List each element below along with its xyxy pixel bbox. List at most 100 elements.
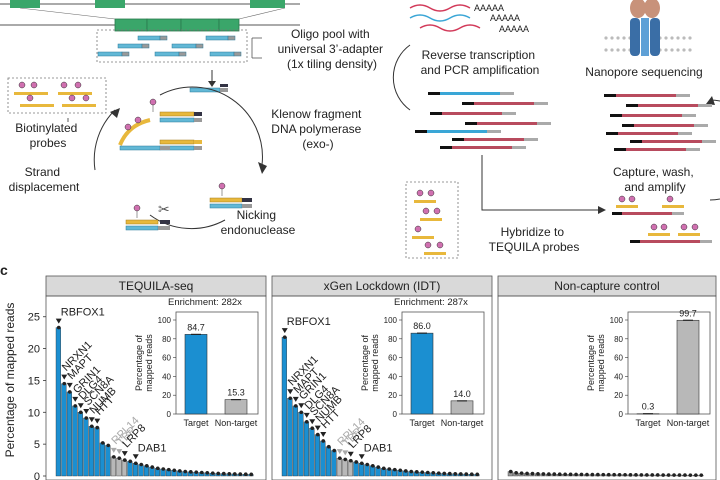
- plot-frame: [45, 295, 267, 480]
- gene-arrow-icon: [121, 451, 128, 457]
- gene-arrow-icon: [83, 409, 90, 415]
- bar-point: [84, 416, 89, 420]
- inset-y-tick-label: 20: [162, 391, 171, 400]
- bar: [83, 417, 89, 477]
- exon: [114, 18, 148, 32]
- bar-point: [56, 325, 61, 330]
- inset-y-tick-label: 60: [614, 354, 623, 363]
- bar: [281, 336, 287, 477]
- bar: [309, 428, 315, 477]
- bar-point: [458, 472, 463, 476]
- extended-duplex: [149, 98, 202, 151]
- bar-point: [161, 467, 166, 471]
- chart-panel-3: Non-capture control020406080100Percentag…: [497, 275, 717, 480]
- bar-point: [122, 458, 127, 462]
- cycle-arrow: [392, 44, 411, 111]
- flow-arrow: [481, 155, 600, 211]
- panel-title: Non-capture control: [554, 279, 659, 293]
- bar: [55, 327, 61, 477]
- bar-point: [655, 473, 660, 477]
- inset-y-tick-label: 100: [384, 316, 398, 325]
- y-tick-label: 25: [28, 312, 40, 324]
- bar-point: [661, 473, 665, 477]
- bar-point: [694, 473, 698, 477]
- bar-point: [414, 470, 419, 474]
- inset-y-tick-label: 20: [614, 391, 623, 400]
- inset-bar: [224, 399, 248, 415]
- inset-y-tick-label: 0: [393, 410, 398, 419]
- arrow-head-icon: [110, 108, 120, 118]
- capture-label: Capture, wash, and amplify: [613, 165, 697, 194]
- exon: [180, 18, 220, 32]
- bar-point: [442, 471, 447, 476]
- inset-title: Enrichment: 287x: [394, 297, 468, 308]
- bar: [320, 440, 326, 477]
- inset-value-label: 99.7: [679, 308, 697, 318]
- gene-arrow-icon: [116, 449, 123, 455]
- bar-point: [568, 472, 573, 477]
- bar-point: [299, 410, 304, 415]
- bar-point: [552, 472, 557, 476]
- bar-point: [365, 462, 370, 467]
- bar-point: [579, 472, 584, 477]
- gene-arrow-icon: [72, 396, 79, 402]
- bar: [77, 412, 83, 477]
- bar-point: [95, 425, 100, 430]
- bar-point: [111, 455, 116, 459]
- bar-point: [62, 381, 67, 386]
- inset-y-label: Percentage ofmapped reads: [586, 334, 606, 392]
- bar-point: [183, 469, 188, 474]
- bar-point: [623, 472, 627, 477]
- bar-point: [117, 456, 122, 460]
- bar-point: [392, 467, 397, 472]
- bar-point: [321, 439, 326, 443]
- panel-letter: c: [0, 262, 8, 278]
- zoom-line: [19, 7, 116, 20]
- klenow-label: Klenow fragment DNA polymerase (exo-): [271, 107, 364, 151]
- inset-value-label: 15.3: [227, 388, 245, 398]
- inset-category-label: Non-target: [667, 418, 710, 428]
- bar-point: [227, 471, 232, 476]
- bar-point: [221, 471, 226, 476]
- bar: [314, 434, 320, 477]
- y-axis-label: Percentage of mapped reads: [3, 303, 17, 458]
- inset-category-label: Target: [635, 418, 661, 428]
- inset-y-tick-label: 60: [162, 354, 171, 363]
- mrna: [409, 14, 471, 22]
- cycle-arrow: [709, 99, 720, 201]
- bar-point: [249, 472, 254, 477]
- bar-point: [541, 472, 546, 476]
- bar-point: [514, 471, 518, 475]
- bar: [287, 398, 293, 477]
- inset-value-label: 86.0: [413, 321, 431, 331]
- bar-point: [634, 473, 638, 477]
- inset-y-tick-label: 40: [388, 372, 397, 381]
- bar-point: [557, 472, 562, 477]
- bar-point: [683, 473, 687, 477]
- inset-y-tick-label: 100: [158, 316, 172, 325]
- inset-value-label: 0.3: [642, 402, 655, 412]
- inset-bar: [410, 332, 434, 415]
- bar-point: [304, 420, 309, 424]
- displaced-strand: [118, 118, 151, 146]
- bar-point: [150, 465, 155, 469]
- inset-value-label: 84.7: [187, 322, 205, 332]
- bar-point: [243, 472, 248, 477]
- bar: [121, 459, 127, 477]
- bar-point: [188, 470, 193, 474]
- bar: [105, 445, 111, 477]
- nicked-duplex: ✂: [125, 182, 252, 231]
- bar-point: [67, 390, 72, 394]
- bar-point: [596, 472, 600, 477]
- inset-y-tick-label: 0: [619, 410, 624, 419]
- bar-point: [574, 472, 578, 477]
- inset-value-label: 14.0: [453, 389, 471, 399]
- bar: [88, 426, 94, 477]
- gene-arrow-icon: [110, 447, 117, 453]
- gene-arrow-icon: [61, 374, 68, 380]
- bar: [72, 405, 78, 477]
- bar-point: [293, 404, 298, 408]
- bar-point: [282, 335, 287, 339]
